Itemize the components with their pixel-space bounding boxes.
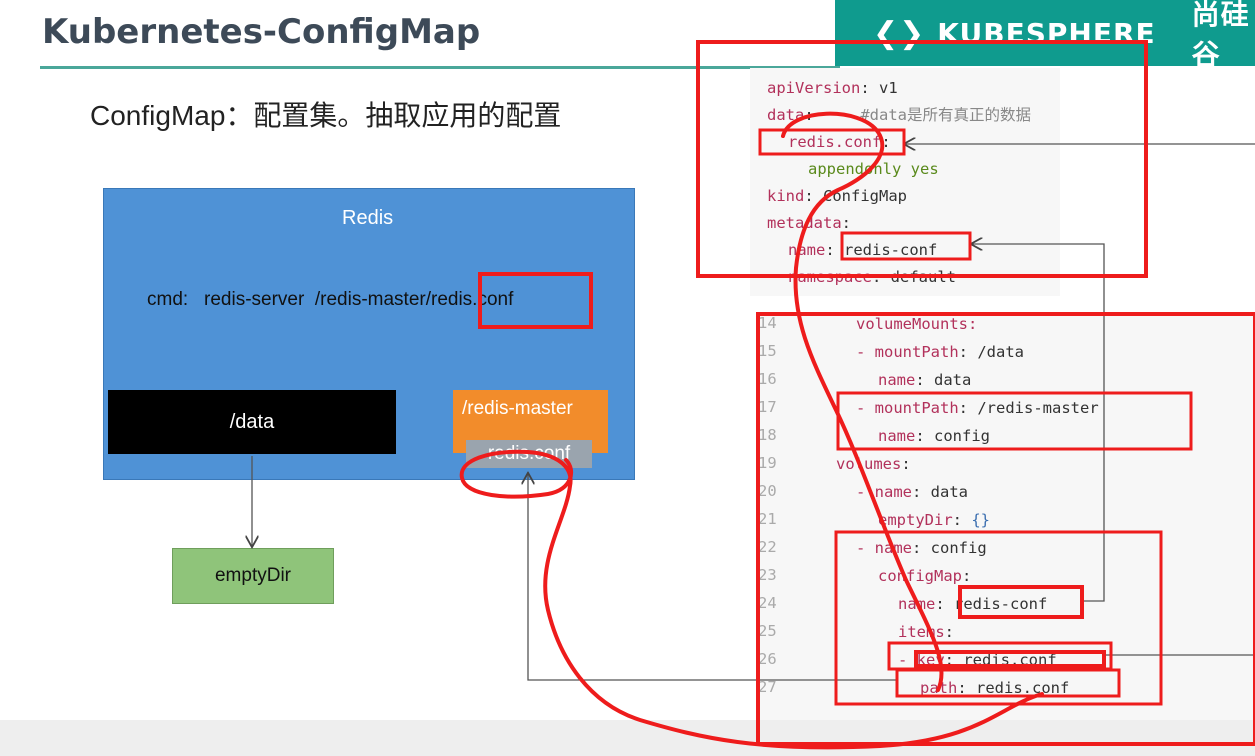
- line-number: 17: [758, 398, 777, 416]
- line-number: 16: [758, 370, 777, 388]
- line-number: 22: [758, 538, 777, 556]
- yaml-line: kind: ConfigMap: [767, 187, 907, 205]
- line-number: 23: [758, 566, 777, 584]
- redis-master-label: /redis-master: [462, 398, 573, 419]
- yaml-line: name: config: [878, 427, 990, 445]
- yaml-line: emptyDir: {}: [878, 511, 990, 529]
- connector-lines: [252, 144, 1255, 681]
- yaml-line: appendonly yes: [808, 160, 939, 178]
- conf-to-path-stroke: [781, 111, 944, 692]
- yaml-line: path: redis.conf: [920, 679, 1070, 697]
- path-to-chip-stroke: [459, 449, 1044, 750]
- configmap-highlight: [696, 40, 1148, 278]
- volume-mount-highlight: [836, 391, 1193, 451]
- line-number: 14: [758, 316, 777, 332]
- line-number: 24: [758, 594, 777, 612]
- yaml-line: - name: data: [856, 483, 969, 501]
- highlight-boxes: [478, 40, 1255, 746]
- yaml-line: metadata:: [767, 214, 851, 232]
- data-volume-box: /data: [108, 390, 396, 454]
- redis-title: Redis: [342, 207, 394, 229]
- line-number: 18: [758, 426, 777, 444]
- path-to-conf-arrow: [528, 474, 898, 681]
- key-strike-highlight: [914, 650, 1106, 668]
- yaml-line: volumeMounts:: [856, 316, 978, 333]
- line-number: 25: [758, 622, 777, 640]
- yaml-line: configMap:: [878, 567, 972, 585]
- page-title: Kubernetes-ConfigMap: [42, 12, 481, 52]
- yaml-line: name: redis-conf: [898, 595, 1048, 613]
- configmap-name-highlight: [840, 231, 972, 261]
- cmd-conf-highlight: [478, 272, 593, 329]
- config-volume-highlight: [834, 530, 1163, 706]
- yaml-line: - mountPath: /redis-master: [856, 399, 1099, 417]
- redis-cmd-text: cmd: redis-server /redis-master/redis.co…: [147, 289, 514, 310]
- pod-spec-highlight: [756, 312, 1255, 746]
- line-number: 27: [758, 678, 777, 696]
- conf-key-highlight: [758, 128, 906, 156]
- configmap-name-arrow: [972, 244, 1105, 602]
- yaml-line: apiVersion: v1: [767, 79, 898, 97]
- line-number: 19: [758, 454, 777, 472]
- slide-footer-bar: [0, 720, 1255, 756]
- line-number: 20: [758, 482, 777, 500]
- title-underline: [40, 66, 840, 69]
- hand-drawn-annotations: [459, 111, 1044, 750]
- kubesphere-logo-icon: ❮❯: [873, 15, 926, 51]
- brand-cn: 尚硅谷: [1191, 0, 1250, 71]
- volume-cm-name-highlight: [958, 585, 1084, 619]
- line-number: 26: [758, 650, 777, 668]
- line-number: 21: [758, 510, 777, 528]
- item-path-highlight: [895, 668, 1121, 698]
- yaml-line: - mountPath: /data: [856, 343, 1024, 361]
- yaml-line: name: data: [878, 371, 972, 389]
- line-number: 15: [758, 342, 777, 360]
- slide-subtitle: ConfigMap：配置集。抽取应用的配置: [90, 100, 562, 131]
- yaml-line: volumes:: [836, 455, 911, 473]
